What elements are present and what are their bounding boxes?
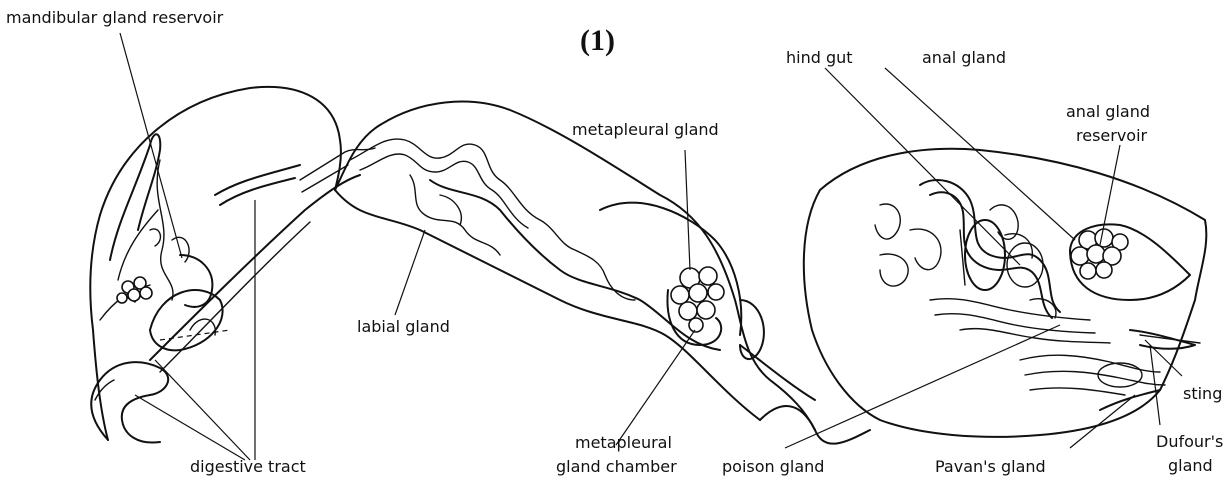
thorax-outline (150, 102, 815, 430)
label-metapleural-gland: metapleural gland (572, 120, 719, 139)
label-pavans-gland: Pavan's gland (935, 457, 1046, 476)
label-metapleural-gland-chamber-line2: gland chamber (556, 457, 677, 476)
petiole (740, 345, 870, 444)
label-anal-gland-reservoir-line2: reservoir (1076, 126, 1148, 145)
head-outline (90, 87, 341, 443)
label-poison-gland: poison gland (722, 457, 824, 476)
label-labial-gland: labial gland (357, 317, 450, 336)
label-digestive-tract: digestive tract (190, 457, 306, 476)
labels: mandibular gland reservoir digestive tra… (6, 8, 1223, 476)
label-metapleural-gland-chamber-line1: metapleural (575, 433, 672, 452)
gaster-outline (804, 149, 1207, 437)
label-mandibular-gland-reservoir: mandibular gland reservoir (6, 8, 224, 27)
label-dufours-gland-line2: gland (1168, 456, 1213, 475)
anal-gland-cluster (1071, 229, 1128, 279)
leader-lines (120, 33, 1182, 460)
label-anal-gland-reservoir-line1: anal gland (1066, 102, 1150, 121)
label-sting: sting (1183, 384, 1222, 403)
label-anal-gland: anal gland (922, 48, 1006, 67)
label-hind-gut: hind gut (786, 48, 853, 67)
propodeum (600, 203, 764, 359)
figure-number: (1) (580, 24, 615, 57)
mandibular-gland-cluster (117, 277, 152, 303)
metapleural-gland-cluster (671, 267, 724, 332)
label-dufours-gland-line1: Dufour's (1156, 432, 1223, 451)
